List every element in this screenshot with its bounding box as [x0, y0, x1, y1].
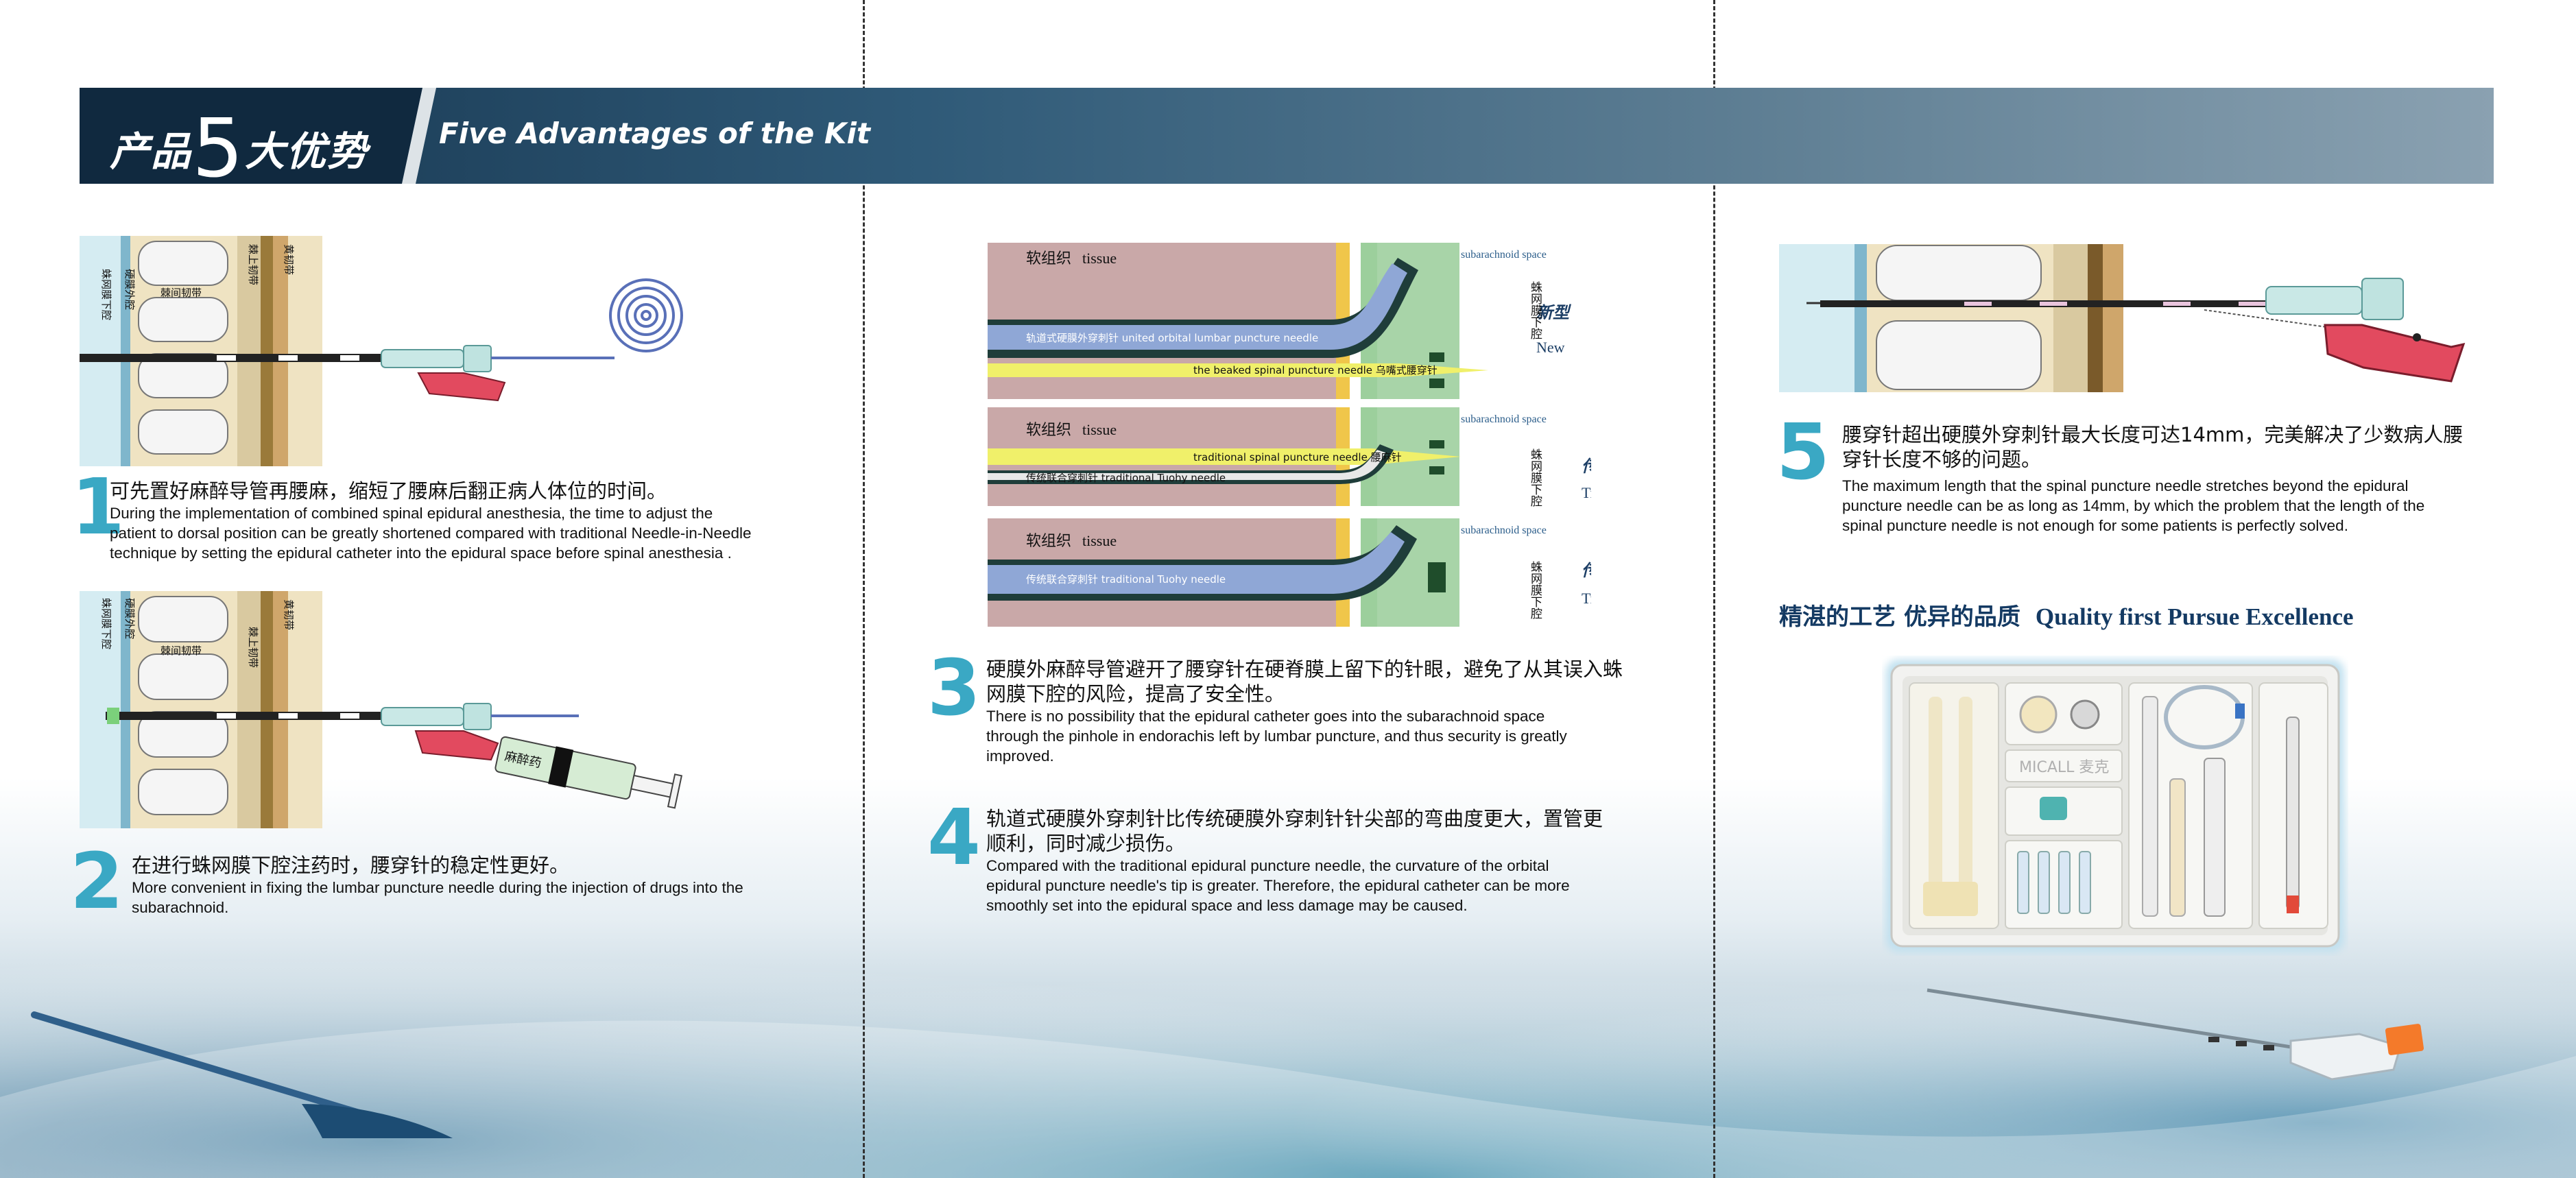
header-banner — [80, 88, 2494, 184]
svg-text:硬膜外腔: 硬膜外腔 — [123, 269, 136, 310]
svg-text:软组织: 软组织 — [1026, 533, 1071, 550]
svg-text:软组织: 软组织 — [1026, 422, 1071, 439]
svg-text:黄韧带: 黄韧带 — [283, 244, 295, 275]
svg-text:subarachnoid space: subarachnoid space — [1461, 249, 1547, 261]
svg-text:蛛网膜下腔: 蛛网膜下腔 — [1528, 561, 1542, 620]
advantage-4-cn-1: 轨道式硬膜外穿刺针比传统硬膜外穿刺针针尖部的弯曲度更大，置管更 — [986, 807, 1603, 830]
svg-text:新型: 新型 — [1536, 303, 1571, 322]
svg-text:蛛网膜下腔: 蛛网膜下腔 — [100, 598, 112, 649]
advantage-number-5: 5 — [1776, 408, 1830, 497]
svg-text:黄韧带: 黄韧带 — [283, 599, 295, 630]
svg-text:蛛网膜下腔: 蛛网膜下腔 — [100, 269, 112, 320]
quality-heading-en: Quality first Pursue Excellence — [2035, 603, 2354, 630]
advantage-1-en-2: patient to dorsal position can be greatl… — [110, 525, 752, 542]
svg-text:traditional spinal puncture ne: traditional spinal puncture needle 腰麻针 — [1193, 451, 1402, 464]
advantage-3-cn-2: 网膜下腔的风险，提高了安全性。 — [986, 682, 1285, 706]
kit-tray-image: MICALL 麦克 — [1886, 660, 2344, 952]
svg-text:软组织: 软组织 — [1026, 250, 1071, 267]
needle-image-right — [1927, 988, 2424, 1081]
svg-text:传统: 传统 — [1582, 457, 1591, 476]
svg-text:传统联合穿刺针 traditional Tuohy nee: 传统联合穿刺针 traditional Tuohy needle — [1026, 472, 1226, 484]
banner-accent — [80, 88, 436, 184]
advantage-5: 腰穿针超出硬膜外穿刺针最大长度可达14mm，完美解决了少数病人腰 穿针长度不够的… — [1842, 422, 2494, 536]
svg-text:New: New — [1536, 339, 1565, 356]
advantage-1-en-1: During the implementation of combined sp… — [110, 505, 713, 522]
svg-text:subarachnoid space: subarachnoid space — [1461, 525, 1547, 536]
advantage-5-cn-2: 穿针长度不够的问题。 — [1842, 448, 2042, 471]
advantage-2-en-2: subarachnoid. — [132, 899, 229, 916]
spine-diagram-2: 麻醉药 蛛网膜下腔 硬膜外腔 棘上韧带 棘间韧带 黄韧带 — [80, 591, 683, 828]
advantage-3-cn-1: 硬膜外麻醉导管避开了腰穿针在硬脊膜上留下的针眼，避免了从其误入蛛 — [986, 658, 1623, 681]
advantage-4-en-2: epidural puncture needle's tip is greate… — [986, 877, 1570, 894]
svg-text:轨道式硬膜外穿刺针 united orbital lumba: 轨道式硬膜外穿刺针 united orbital lumbar puncture… — [1026, 332, 1318, 344]
banner-title-cn: 产品5大优势 — [110, 101, 369, 195]
quality-heading-cn: 精湛的工艺 优异的品质 — [1779, 603, 2020, 631]
quality-heading: 精湛的工艺 优异的品质 Quality first Pursue Excellen… — [1779, 598, 2354, 632]
svg-text:subarachnoid space: subarachnoid space — [1461, 413, 1547, 425]
advantage-2: 在进行蛛网膜下腔注药时，腰穿针的稳定性更好。 More convenient i… — [132, 853, 845, 917]
advantage-1-cn: 可先置好麻醉导管再腰麻，缩短了腰麻后翻正病人体位的时间。 — [110, 479, 667, 503]
svg-text:棘间韧带: 棘间韧带 — [160, 287, 202, 299]
svg-text:Traditional: Traditional — [1582, 484, 1591, 501]
svg-text:Traditional: Traditional — [1582, 590, 1591, 607]
advantage-1: 可先置好麻醉导管再腰麻，缩短了腰麻后翻正病人体位的时间。 During the … — [110, 479, 837, 563]
advantage-3: 硬膜外麻醉导管避开了腰穿针在硬脊膜上留下的针眼，避免了从其误入蛛 网膜下腔的风险… — [986, 657, 1700, 766]
spine-diagram-1: 蛛网膜下腔 硬膜外腔 棘上韧带 棘间韧带 黄韧带 — [80, 236, 683, 466]
svg-text:tissue: tissue — [1082, 532, 1117, 549]
fold-line-right — [1713, 0, 1715, 1178]
advantage-4-cn-2: 顺利，同时减少损伤。 — [986, 832, 1186, 855]
svg-text:棘上韧带: 棘上韧带 — [247, 244, 259, 285]
advantage-3-en-2: through the pinhole in endorachis left b… — [986, 728, 1567, 745]
svg-text:tissue: tissue — [1082, 250, 1117, 267]
advantage-number-4: 4 — [927, 793, 981, 882]
advantage-5-cn-1: 腰穿针超出硬膜外穿刺针最大长度可达14mm，完美解决了少数病人腰 — [1842, 423, 2464, 446]
needle-comparison-diagram: 软组织 tissue 轨道式硬膜外穿刺针 united orbital lumb… — [988, 243, 1591, 627]
advantage-4-en-3: smoothly set into the epidural space and… — [986, 897, 1468, 914]
advantage-1-en-3: technique by setting the epidural cathet… — [110, 544, 732, 562]
advantage-5-en-1: The maximum length that the spinal punct… — [1842, 477, 2409, 494]
advantage-5-en-2: puncture needle can be as long as 14mm, … — [1842, 497, 2425, 514]
advantage-3-en-3: improved. — [986, 747, 1054, 765]
svg-text:传统: 传统 — [1582, 561, 1591, 580]
svg-text:硬膜外腔: 硬膜外腔 — [123, 598, 136, 639]
svg-text:传统联合穿刺针 traditional Tuohy nee: 传统联合穿刺针 traditional Tuohy needle — [1026, 573, 1226, 586]
advantage-5-en-3: spinal puncture needle is not enough for… — [1842, 517, 2348, 534]
svg-text:蛛网膜下腔: 蛛网膜下腔 — [1528, 448, 1542, 507]
advantage-4-en-1: Compared with the traditional epidural p… — [986, 857, 1549, 874]
advantage-number-2: 2 — [70, 837, 123, 926]
advantage-number-1: 1 — [71, 463, 125, 552]
advantage-3-en-1: There is no possibility that the epidura… — [986, 708, 1545, 725]
needle-tip-image-left — [31, 1011, 453, 1138]
advantage-2-en-1: More convenient in fixing the lumbar pun… — [132, 879, 743, 896]
svg-text:MICALL 麦克: MICALL 麦克 — [2019, 759, 2109, 776]
banner-title-en: Five Advantages of the Kit — [439, 117, 870, 150]
svg-text:tissue: tissue — [1082, 421, 1117, 438]
advantage-2-cn: 在进行蛛网膜下腔注药时，腰穿针的稳定性更好。 — [132, 854, 570, 877]
svg-text:the beaked spinal puncture nee: the beaked spinal puncture needle 乌嘴式腰穿针 — [1193, 364, 1438, 376]
advantage-4: 轨道式硬膜外穿刺针比传统硬膜外穿刺针针尖部的弯曲度更大，置管更 顺利，同时减少损… — [986, 806, 1700, 915]
svg-text:蛛网膜下腔: 蛛网膜下腔 — [1528, 281, 1542, 340]
spine-diagram-needle-length — [1779, 244, 2466, 392]
advantage-number-3: 3 — [927, 644, 981, 733]
svg-text:棘间韧带: 棘间韧带 — [160, 645, 202, 657]
svg-text:棘上韧带: 棘上韧带 — [247, 627, 259, 668]
fold-line-left — [863, 0, 865, 1178]
